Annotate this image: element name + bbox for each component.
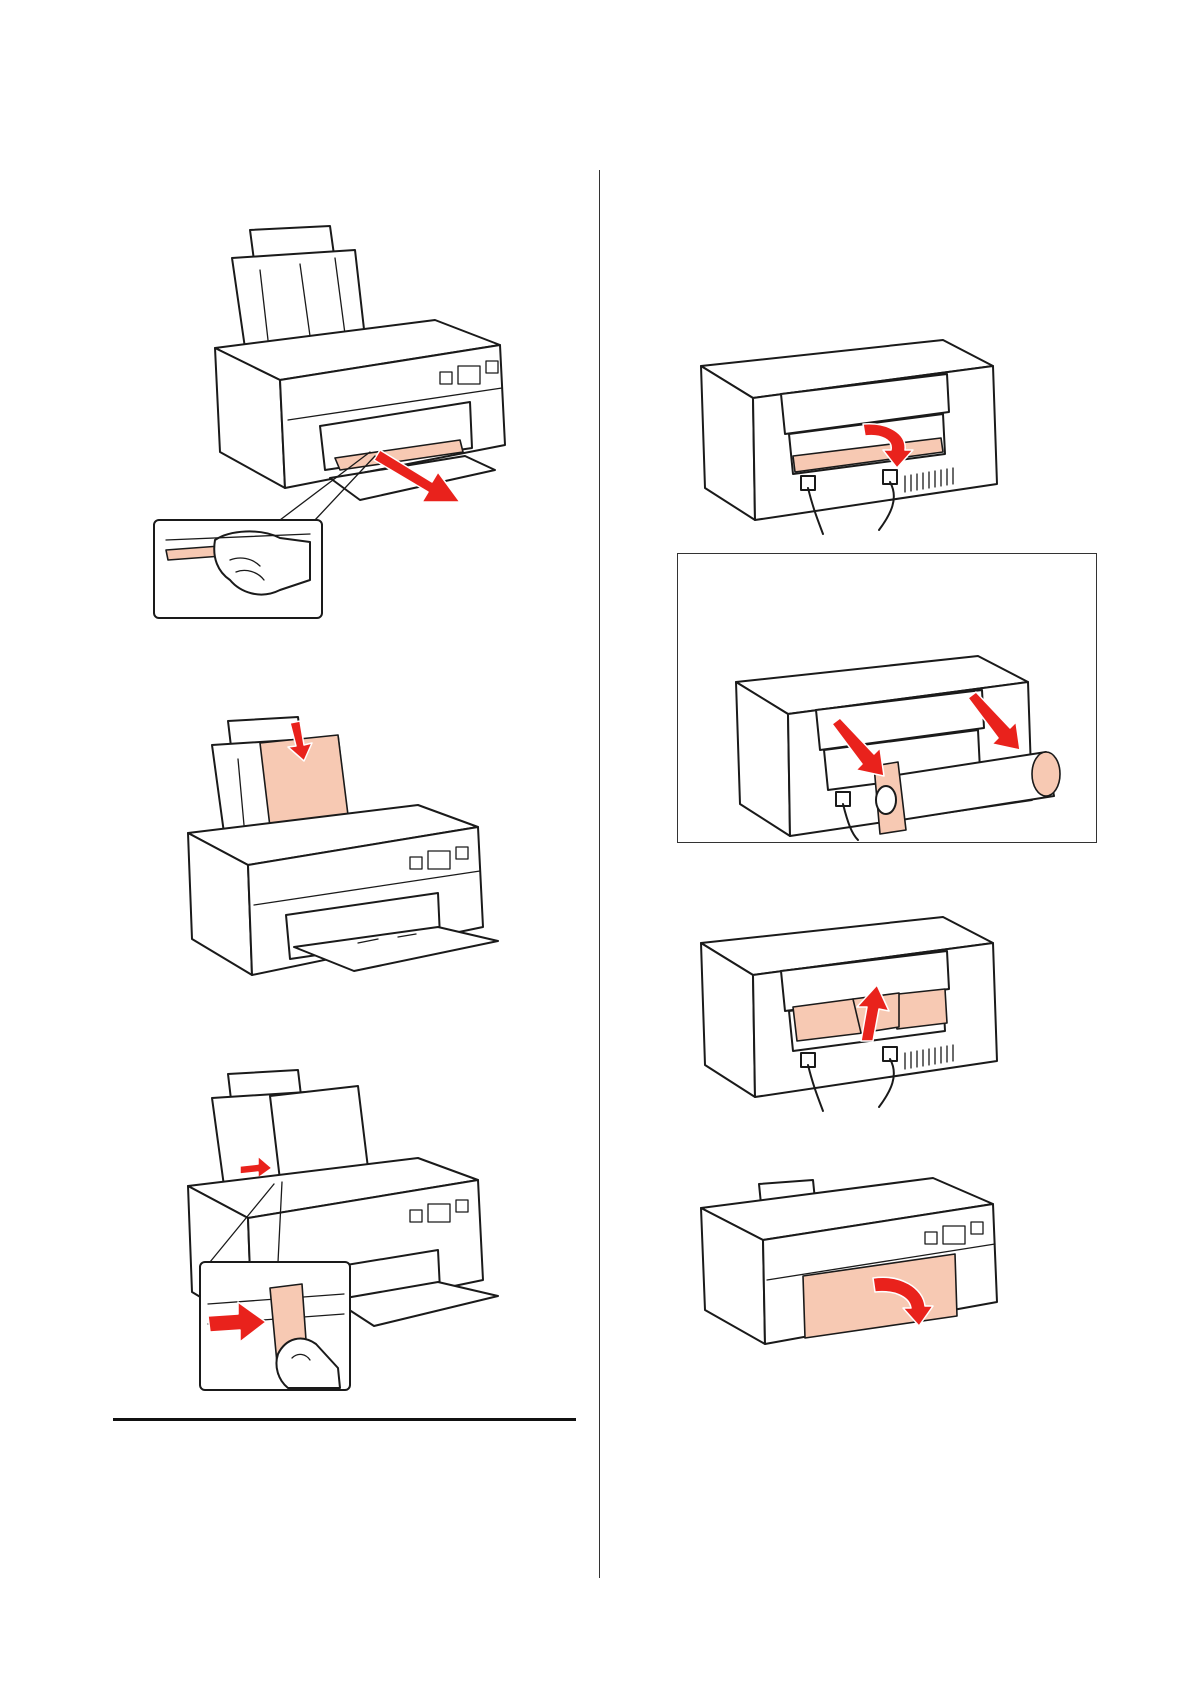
figure-rear-cover-down [693,338,1013,538]
figure-rear-cover-up [693,915,1013,1115]
figure-roll-holder-box [677,553,1097,843]
figure-remove-front-paper [160,220,500,620]
figure-slide-edge-guide [178,1068,508,1398]
column-divider [599,170,600,1578]
figure-load-top-paper [178,715,508,965]
printer-rear-icon [693,915,1013,1115]
printer-front-icon [178,715,508,965]
printer-rear-icon [693,338,1013,538]
printer-rear-icon [678,554,1096,842]
printer-front-icon [160,220,500,620]
section-heading-rule [113,1418,576,1421]
printer-front-icon [178,1068,508,1398]
printer-front-icon [693,1160,1013,1360]
figure-front-cover-open [693,1160,1013,1360]
